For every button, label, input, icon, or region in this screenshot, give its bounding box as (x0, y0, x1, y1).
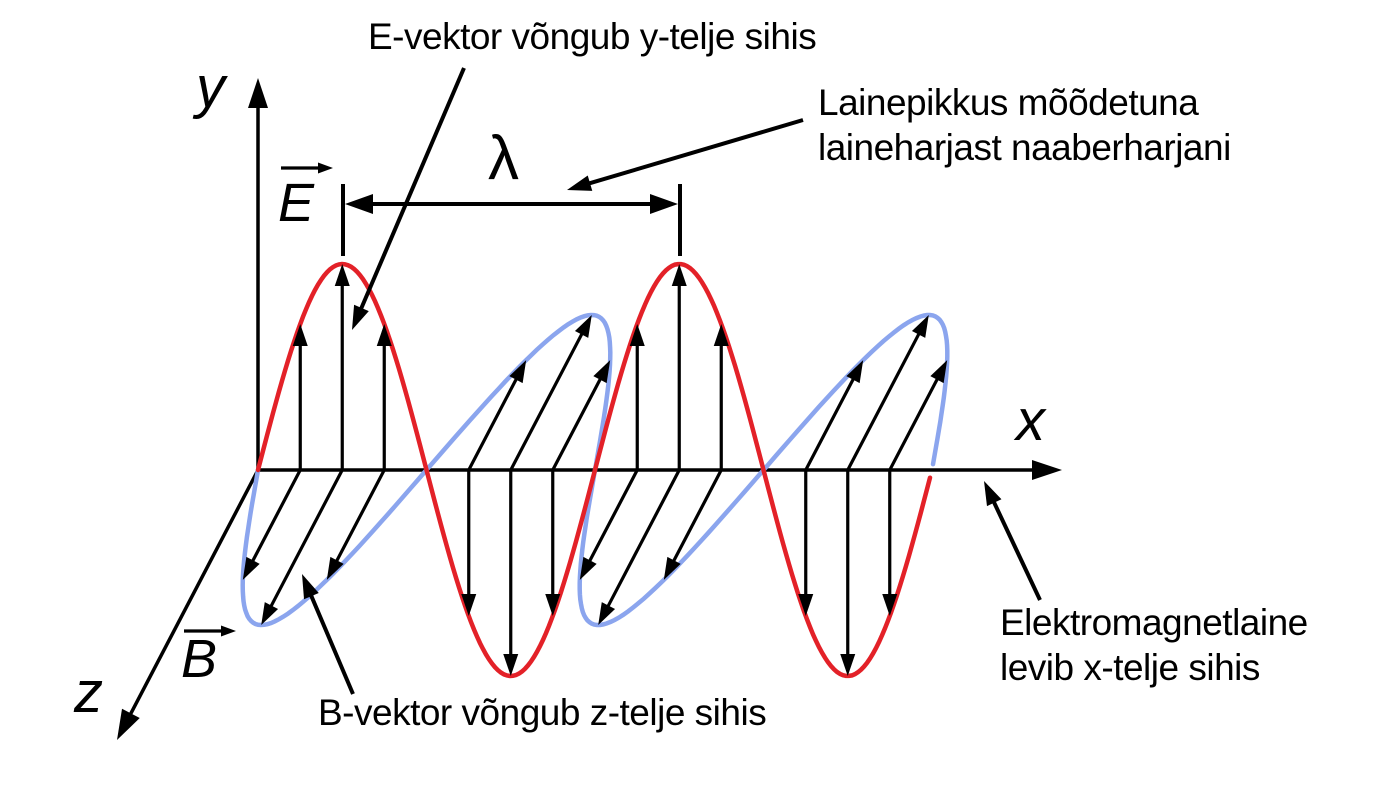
propagation-line2: levib x-telje sihis (1000, 647, 1260, 688)
e-field-arrow-head (713, 323, 729, 346)
b-oscillation-label: B-vektor võngub z-telje sihis (318, 692, 767, 733)
e-oscillation-pointer (359, 67, 466, 310)
e-field-arrow-head (671, 264, 687, 286)
propagation-pointer (991, 500, 1042, 601)
e-oscillation-label: E-vektor võngub y-telje sihis (368, 16, 817, 57)
b-field-arrow-head (593, 360, 611, 384)
y-axis-label: y (196, 55, 225, 120)
wavelength-note-line1: Lainepikkus mõõdetuna (818, 82, 1199, 123)
wavelength-pointer (588, 118, 804, 186)
b-field-arrow (335, 469, 386, 563)
wavelength-note-line2: laineharjast naaberharjani (818, 127, 1231, 168)
e-field-arrow-head (461, 594, 477, 617)
lambda-symbol: λ (488, 124, 519, 193)
x-axis-label: x (1016, 388, 1045, 453)
b-field-arrow-head (930, 360, 948, 384)
b-oscillation-pointer (309, 594, 355, 695)
e-oscillation-pointer-head (352, 304, 369, 330)
b-field-arrow-head (509, 360, 527, 384)
b-field-arrow-head (574, 314, 592, 338)
b-field-arrow-head (579, 556, 597, 580)
b-field-arrow-head (846, 360, 864, 384)
b-field-arrow-head (261, 602, 279, 626)
e-field-arrow-head (798, 594, 814, 617)
b-field-arrow (606, 469, 681, 608)
b-field-arrow (467, 377, 518, 471)
propagation-pointer-head (984, 481, 1002, 507)
b-field-arrow (251, 469, 302, 563)
b-field-arrow-head (242, 556, 260, 580)
lambda-dim-arrow-right-head (650, 194, 678, 214)
b-field-arrow-head (326, 556, 344, 580)
wavelength-note-label: Lainepikkus mõõdetuna laineharjast naabe… (818, 80, 1231, 170)
b-field-arrow-head (911, 314, 929, 338)
propagation-line1: Elektromagnetlaine (1000, 602, 1308, 643)
e-vector-hat-head (318, 162, 333, 174)
b-vector-hat-head (221, 625, 236, 637)
wavelength-pointer-head (567, 175, 593, 191)
b-field-arrow (888, 377, 939, 471)
e-field-arrow-head (840, 654, 856, 676)
e-field-arrow-head (629, 323, 645, 346)
b-oscillation-pointer-head (302, 574, 319, 600)
x-axis-head (1032, 460, 1062, 480)
b-field-arrow (804, 377, 855, 471)
z-axis (128, 469, 260, 716)
b-field-arrow (672, 469, 723, 563)
b-field-arrow (588, 469, 639, 563)
e-field-arrow-head (503, 654, 519, 676)
b-field-arrow-head (598, 602, 616, 626)
y-axis-head (248, 78, 268, 108)
e-field-arrow-head (882, 594, 898, 617)
e-field-arrow-head (292, 323, 308, 346)
e-field-arrow-head (334, 264, 350, 286)
e-field-arrow-head (376, 323, 392, 346)
e-vector-symbol: E (278, 173, 315, 233)
b-field-arrow-head (663, 556, 681, 580)
z-axis-label: z (74, 660, 103, 725)
b-field-arrow (846, 332, 921, 471)
e-field-arrow-head (545, 594, 561, 617)
z-axis-head (117, 708, 140, 740)
b-vector-symbol: B (181, 629, 218, 689)
b-field-arrow (269, 469, 344, 608)
lambda-dim-arrow-left-head (345, 194, 373, 214)
b-field-arrow (551, 377, 602, 471)
b-field-arrow (509, 332, 584, 471)
propagation-label: Elektromagnetlaine levib x-telje sihis (1000, 600, 1308, 690)
